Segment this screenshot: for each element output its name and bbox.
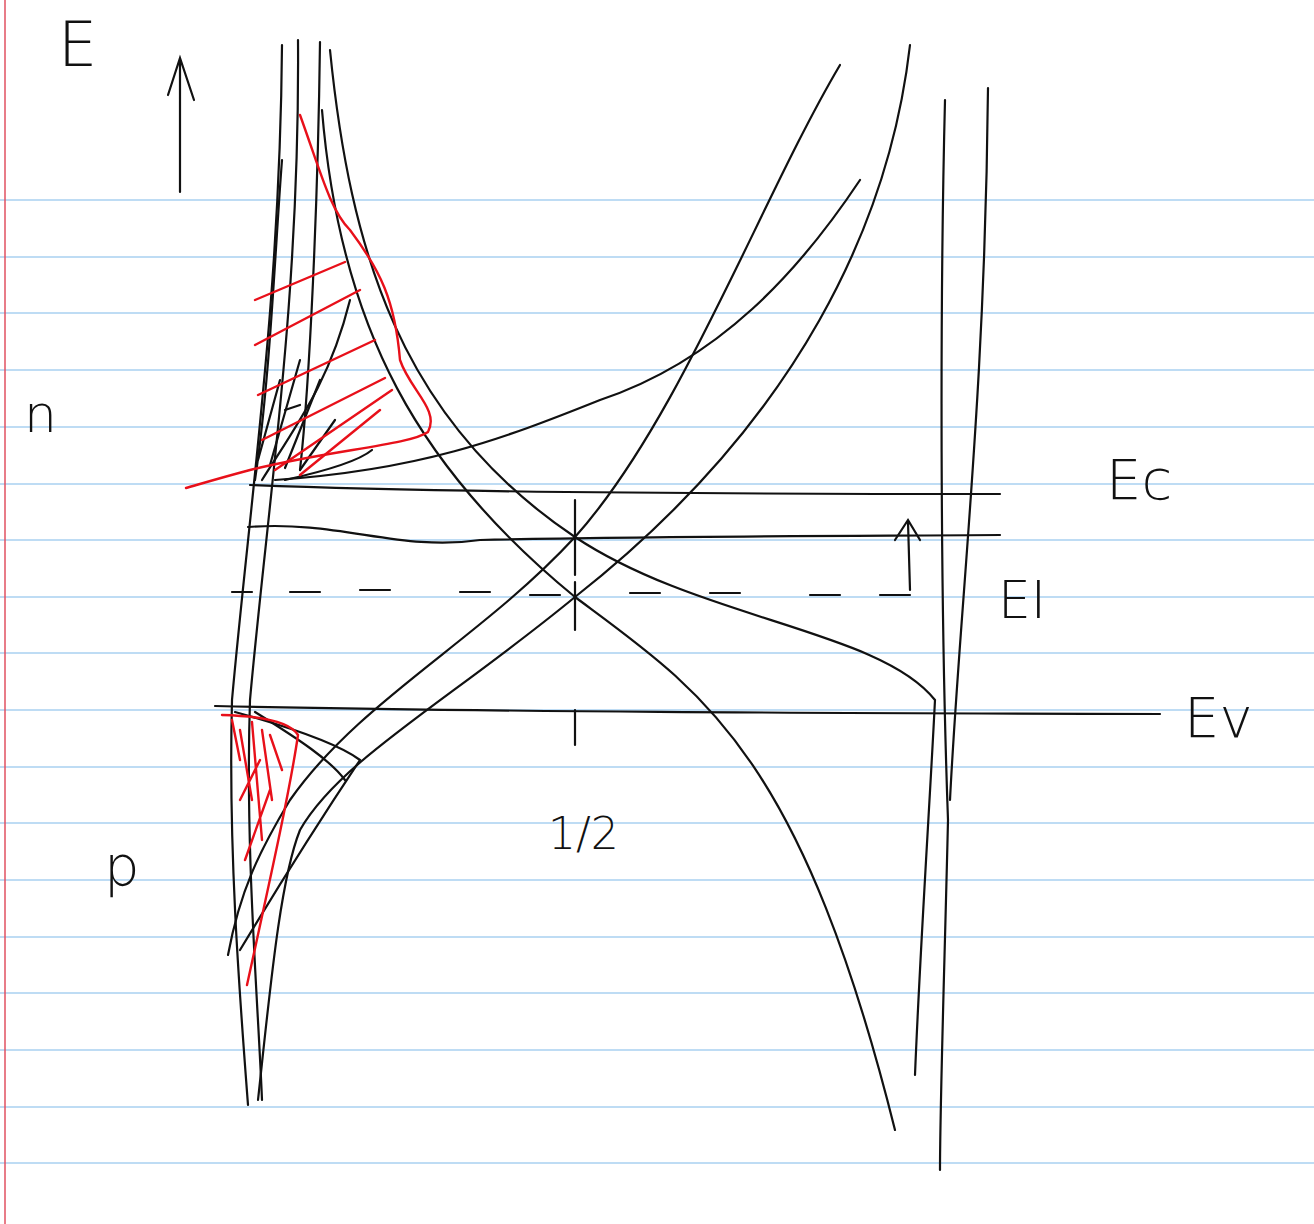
margin-line	[4, 0, 6, 1224]
region-label: p	[104, 838, 140, 894]
level-label: Ev	[1184, 690, 1253, 746]
axis-label: E	[58, 14, 97, 76]
ruled-lines	[0, 200, 1314, 1163]
sketch-lines	[168, 40, 1160, 1170]
level-label: Ec	[1106, 452, 1172, 508]
region-label: n	[24, 388, 57, 440]
carrier-distribution	[186, 115, 431, 985]
value-label: 1/2	[548, 812, 619, 856]
level-label: EI	[998, 574, 1046, 626]
